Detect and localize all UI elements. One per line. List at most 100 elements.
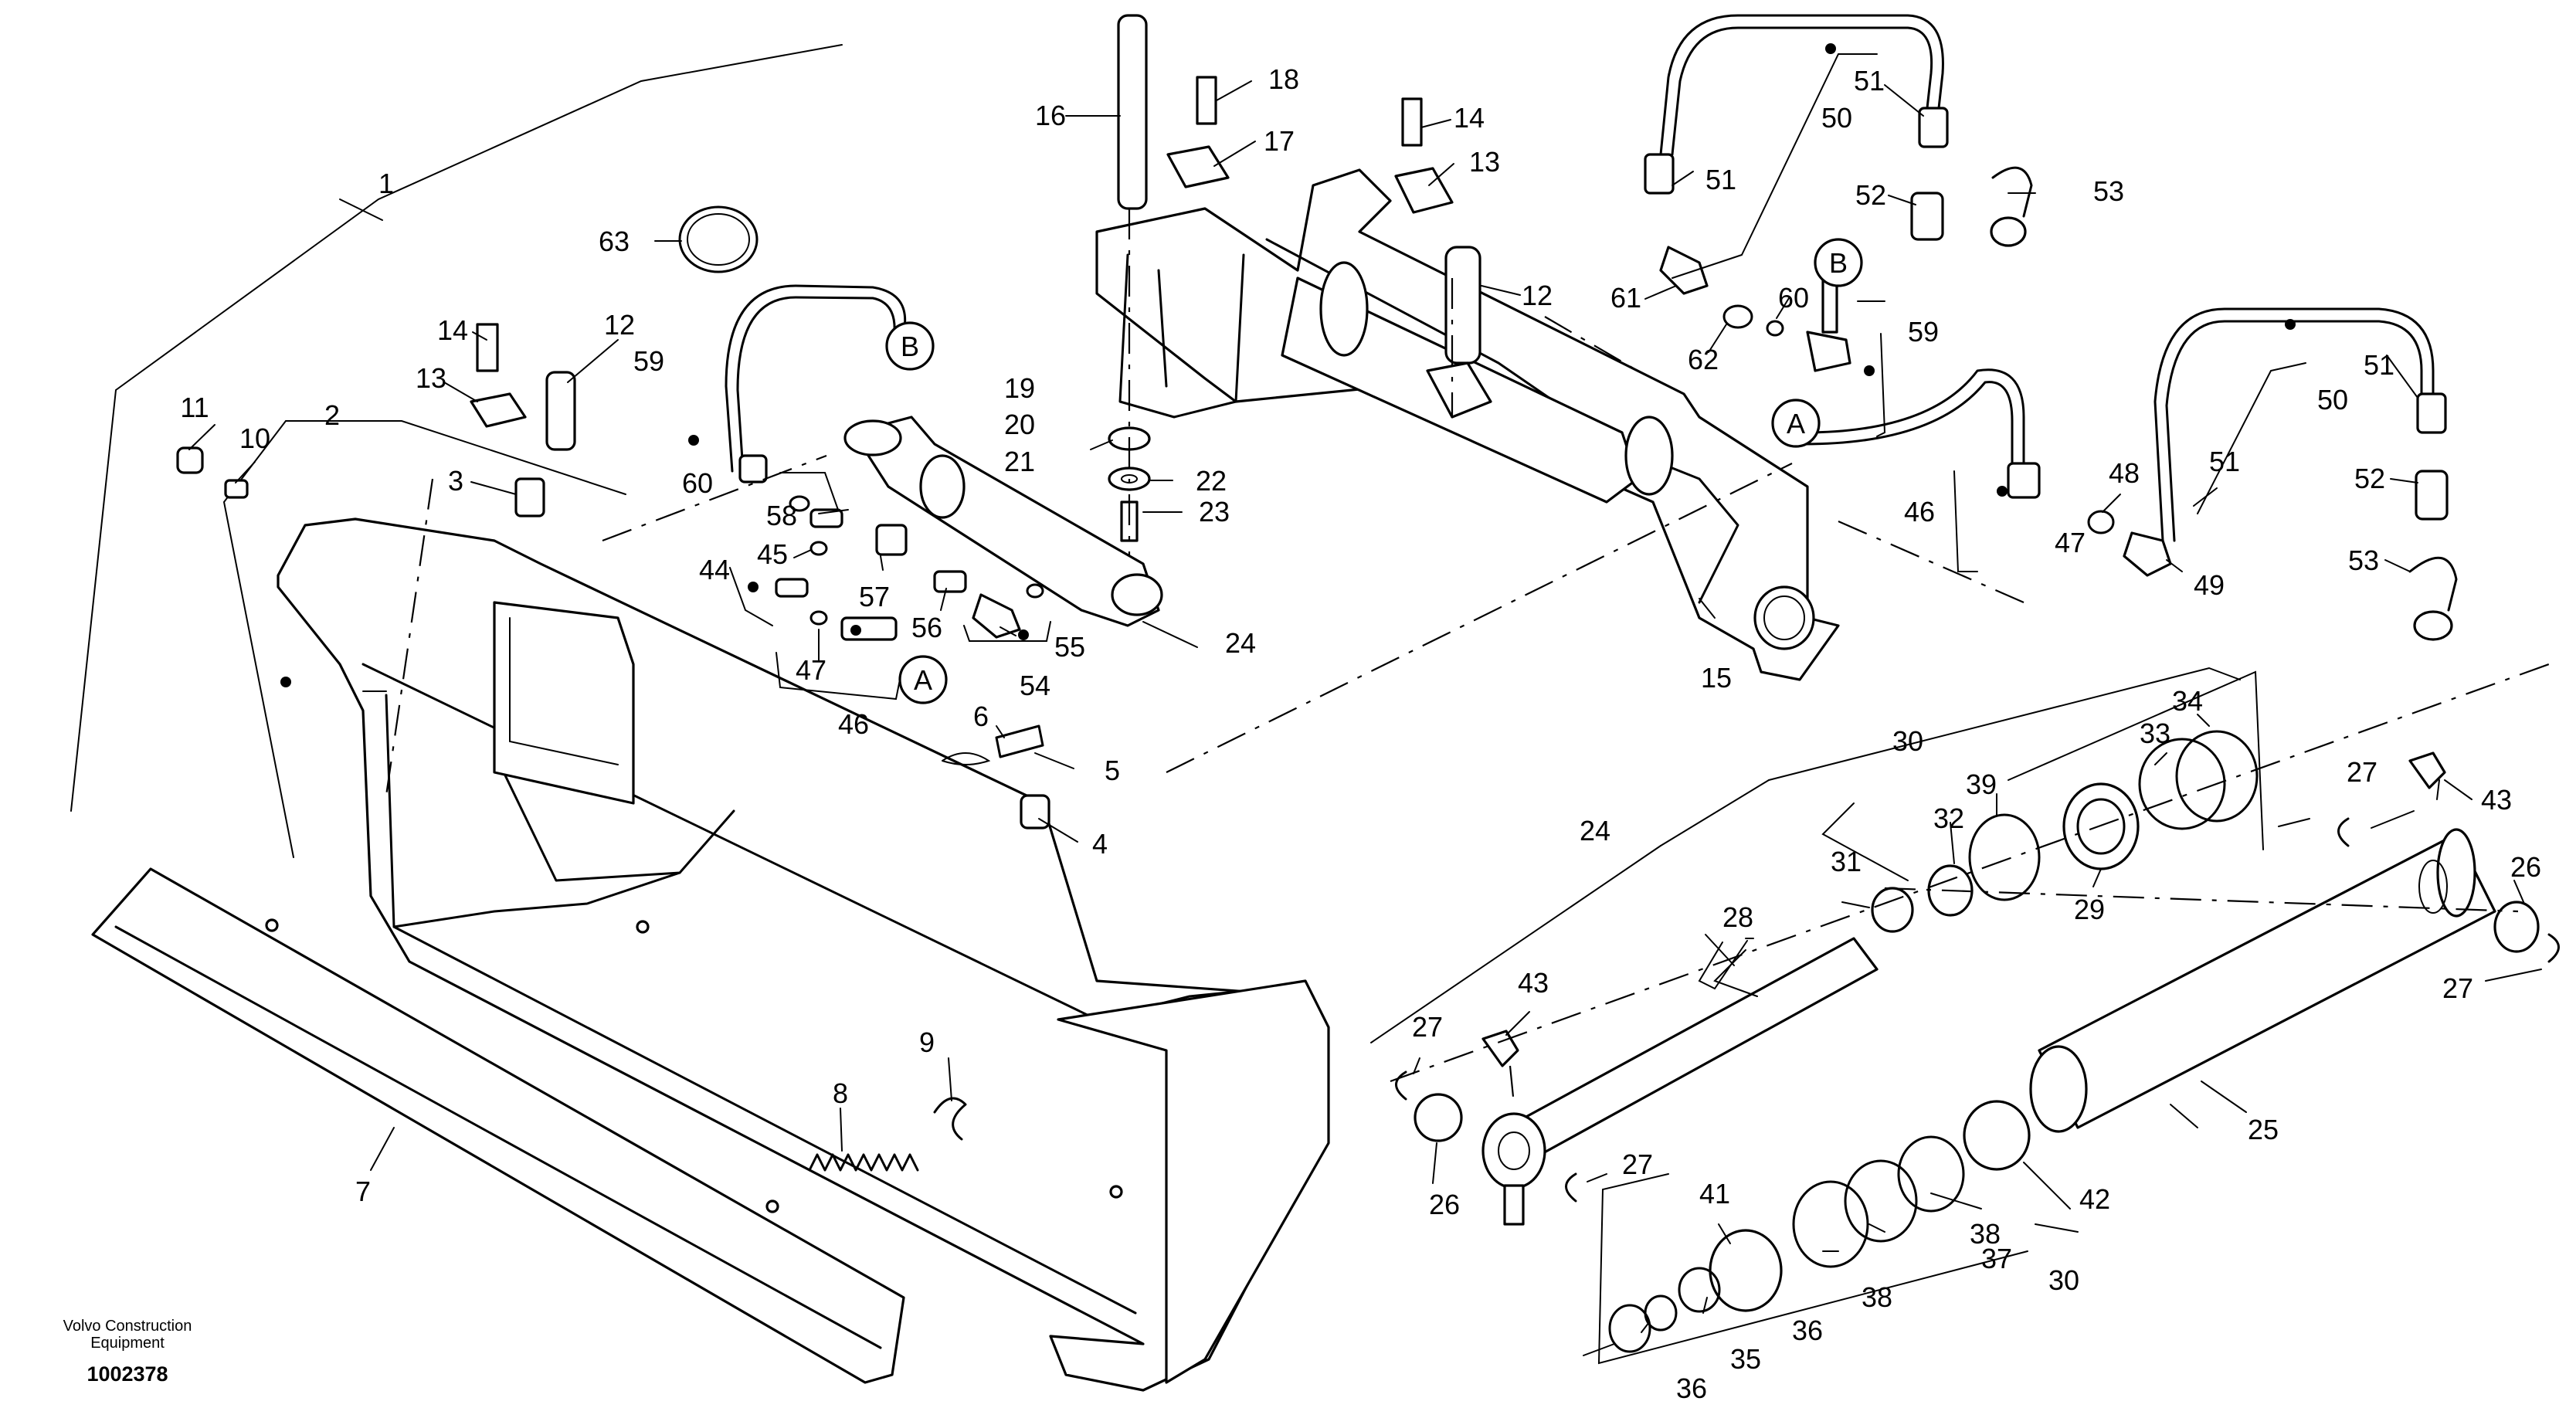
callout-52-top: 52 xyxy=(1855,179,1886,211)
callout-14-right: 14 xyxy=(1454,102,1485,134)
callout-60-left: 60 xyxy=(682,467,713,499)
callout-27-d: 27 xyxy=(2442,972,2473,1004)
callout-43-left: 43 xyxy=(1518,967,1549,999)
callout-32: 32 xyxy=(1933,802,1964,834)
center-lines xyxy=(385,209,2550,1105)
callout-46-left: 46 xyxy=(838,708,869,740)
callout-56: 56 xyxy=(911,612,942,643)
callout-38-b: 38 xyxy=(1862,1281,1892,1313)
brand-name-line2: Equipment xyxy=(90,1335,165,1352)
connector-b-right xyxy=(1814,238,1863,287)
connector-b-left xyxy=(885,321,935,371)
callout-24-top: 24 xyxy=(1225,627,1256,659)
callout-53-right: 53 xyxy=(2348,545,2379,576)
callout-23: 23 xyxy=(1199,496,1230,528)
callout-25: 25 xyxy=(2248,1114,2279,1145)
callout-44: 44 xyxy=(699,554,730,585)
callout-36-b: 36 xyxy=(1676,1372,1707,1404)
callout-16: 16 xyxy=(1035,100,1066,131)
connector-a-left-label: A xyxy=(914,664,932,696)
callout-42: 42 xyxy=(2079,1183,2110,1215)
callout-29: 29 xyxy=(2074,894,2105,925)
callout-34: 34 xyxy=(2172,685,2203,717)
callout-57: 57 xyxy=(859,581,890,612)
callout-60-right: 60 xyxy=(1778,282,1809,314)
hoses-group xyxy=(1644,14,2458,641)
connector-a-right xyxy=(1771,399,1821,448)
callout-46-right: 46 xyxy=(1904,496,1935,528)
callout-55: 55 xyxy=(1054,631,1085,663)
cylinder-parts-group xyxy=(1395,730,2560,1353)
callout-10: 10 xyxy=(239,422,270,454)
callout-12-right: 12 xyxy=(1522,280,1553,311)
callout-21: 21 xyxy=(1004,446,1035,477)
callout-8: 8 xyxy=(833,1077,848,1109)
callout-17: 17 xyxy=(1264,125,1295,157)
callout-24-bottom: 24 xyxy=(1580,815,1610,846)
callout-19: 19 xyxy=(1004,372,1035,404)
callout-36-a: 36 xyxy=(1792,1315,1823,1346)
callout-14-left: 14 xyxy=(437,314,468,346)
callout-26-right: 26 xyxy=(2510,851,2541,883)
callout-48: 48 xyxy=(2109,457,2140,489)
leader-lines xyxy=(188,53,2542,1365)
callout-26-left: 26 xyxy=(1429,1189,1460,1220)
callout-52-right: 52 xyxy=(2354,463,2385,494)
callout-11: 11 xyxy=(180,392,209,423)
callout-45: 45 xyxy=(757,538,788,570)
callout-20: 20 xyxy=(1004,409,1035,440)
callout-18: 18 xyxy=(1268,63,1299,95)
callout-35: 35 xyxy=(1730,1343,1761,1375)
callout-13-left: 13 xyxy=(416,362,446,394)
callout-13-right: 13 xyxy=(1469,146,1500,178)
callout-62: 62 xyxy=(1688,344,1719,375)
callout-1: 1 xyxy=(378,168,394,199)
connector-b-right-label: B xyxy=(1829,247,1848,279)
callout-47-left: 47 xyxy=(796,654,826,686)
callout-51-a: 51 xyxy=(1854,65,1885,97)
callout-47-right: 47 xyxy=(2055,527,2086,558)
callout-51-c: 51 xyxy=(2364,349,2394,381)
callout-63: 63 xyxy=(599,226,630,257)
callout-38-a: 38 xyxy=(1970,1218,2001,1250)
callout-33: 33 xyxy=(2140,718,2170,749)
callout-5: 5 xyxy=(1105,755,1120,786)
callout-7: 7 xyxy=(355,1176,371,1207)
callout-39: 39 xyxy=(1966,768,1997,800)
callout-labels: 1 2 3 4 5 6 7 8 9 10 11 12 12 13 13 14 1… xyxy=(180,63,2541,1404)
callout-30-top: 30 xyxy=(1892,725,1923,757)
callout-37: 37 xyxy=(1981,1243,2012,1274)
callout-59-left: 59 xyxy=(633,345,664,377)
brand-name-line1: Volvo Construction xyxy=(63,1318,192,1335)
callout-41: 41 xyxy=(1699,1178,1730,1210)
connector-b-left-label: B xyxy=(901,331,919,362)
callout-51-b: 51 xyxy=(1705,164,1736,195)
callout-53-top: 53 xyxy=(2093,175,2124,207)
frame-group xyxy=(688,14,1840,681)
bucket-group xyxy=(70,44,1330,1392)
callout-51-d: 51 xyxy=(2209,446,2240,477)
callout-61: 61 xyxy=(1610,282,1641,314)
callout-58: 58 xyxy=(766,500,797,531)
callout-15: 15 xyxy=(1701,662,1732,694)
callout-3: 3 xyxy=(448,465,463,497)
callout-59-right: 59 xyxy=(1908,316,1939,348)
connector-a-right-label: A xyxy=(1787,408,1805,439)
callout-27-b: 27 xyxy=(1622,1148,1653,1180)
callout-12-left: 12 xyxy=(604,309,635,341)
callout-27-c: 27 xyxy=(2347,756,2377,788)
callout-30-bottom: 30 xyxy=(2048,1264,2079,1296)
callout-50-right: 50 xyxy=(2317,384,2348,416)
callout-54: 54 xyxy=(1020,670,1050,701)
callout-9: 9 xyxy=(919,1026,935,1058)
callout-43-right: 43 xyxy=(2481,784,2512,816)
callout-31: 31 xyxy=(1831,846,1862,877)
callout-2: 2 xyxy=(324,399,340,431)
callout-22: 22 xyxy=(1196,465,1227,497)
callout-49: 49 xyxy=(2194,569,2225,601)
callout-28: 28 xyxy=(1722,901,1753,933)
callout-27-a: 27 xyxy=(1412,1011,1443,1043)
callout-4: 4 xyxy=(1092,828,1108,860)
